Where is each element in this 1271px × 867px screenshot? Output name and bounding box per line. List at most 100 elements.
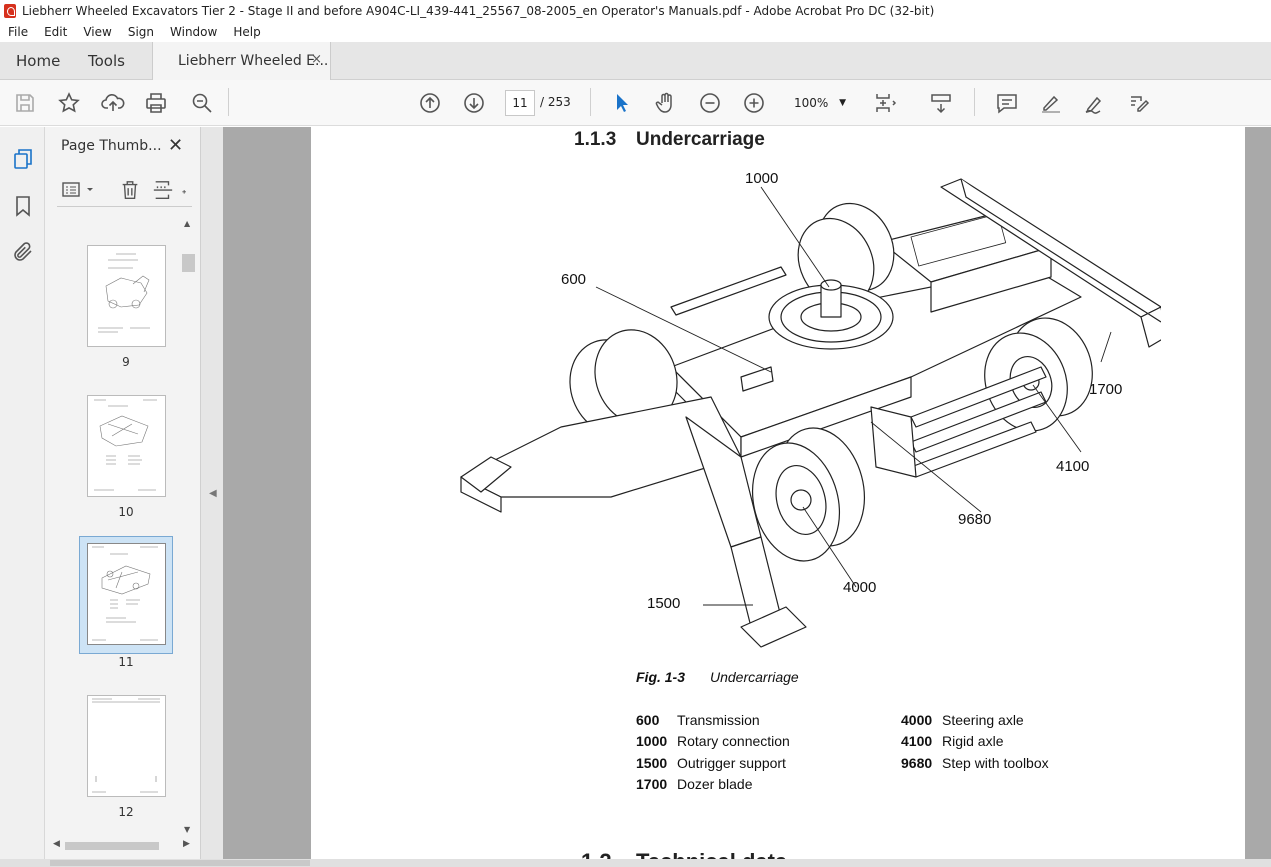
menu-window[interactable]: Window — [170, 25, 218, 39]
title-bar: Liebherr Wheeled Excavators Tier 2 - Sta… — [0, 0, 1271, 22]
sign-icon[interactable] — [1083, 91, 1107, 115]
callout-label: 4100 — [1056, 458, 1090, 475]
callout-label: 1700 — [1089, 381, 1123, 398]
page-up-icon[interactable] — [418, 91, 442, 115]
legend-text: Step with toolbox — [942, 755, 1049, 771]
legend-number: 9680 — [901, 755, 933, 771]
tab-home[interactable]: Home — [16, 52, 61, 70]
pane-collapse-strip[interactable]: ◀ — [201, 127, 223, 867]
thumbnail-label: 12 — [118, 805, 134, 819]
legend-number: 4000 — [901, 712, 933, 728]
callout-label: 4000 — [843, 579, 877, 596]
page-thumbnails-icon[interactable] — [11, 147, 35, 171]
thumbnail-scrollbar[interactable]: ▲ ▼ — [182, 219, 195, 839]
page-total: / 253 — [540, 95, 571, 109]
menu-file[interactable]: File — [8, 25, 29, 39]
close-icon[interactable]: ✕ — [168, 135, 184, 156]
menu-edit[interactable]: Edit — [44, 25, 68, 39]
pane-title: Page Thumb... — [61, 138, 162, 154]
rotate-pages-icon[interactable] — [152, 179, 174, 201]
page-number-input[interactable]: 11 — [505, 90, 535, 116]
print-icon[interactable] — [144, 91, 168, 115]
trash-icon[interactable] — [119, 179, 141, 201]
scrollbar-thumb[interactable] — [182, 254, 195, 272]
highlight-icon[interactable] — [1039, 91, 1063, 115]
menu-help[interactable]: Help — [233, 25, 261, 39]
tab-tools[interactable]: Tools — [88, 52, 125, 70]
acrobat-app-icon — [4, 4, 16, 18]
tab-document[interactable]: Liebherr Wheeled E... × — [152, 42, 331, 80]
page-layout-icon[interactable] — [874, 91, 898, 115]
legend-text: Dozer blade — [677, 776, 753, 792]
document-scrollbar-thumb[interactable] — [50, 860, 310, 866]
bookmark-icon[interactable] — [11, 194, 35, 218]
zoom-select[interactable]: 100% ▼ — [782, 90, 854, 116]
legend-item: 1700 Dozer blade — [636, 776, 753, 792]
toolbar: 11 / 253 100% ▼ — [0, 80, 1271, 126]
zoom-value: 100% — [794, 96, 829, 110]
thumbnail-label: 11 — [118, 655, 134, 669]
save-icon[interactable] — [13, 91, 37, 115]
scroll-left-arrow-icon[interactable]: ◀ — [53, 839, 60, 849]
legend-text: Steering axle — [942, 712, 1024, 728]
legend-text: Transmission — [677, 712, 760, 728]
fill-sign-icon[interactable] — [1127, 91, 1151, 115]
legend-number: 600 — [636, 712, 660, 728]
thumbnail-options-icon[interactable] — [61, 180, 97, 200]
legend-item: 1500 Outrigger support — [636, 755, 786, 771]
section-number: 1.1.3 — [574, 129, 617, 150]
thumbnail-page-10-preview — [94, 399, 157, 491]
zoom-in-icon[interactable] — [742, 91, 766, 115]
scroll-up-arrow-icon[interactable]: ▲ — [184, 219, 191, 228]
horizontal-scrollbar-thumb[interactable] — [65, 842, 159, 850]
attachment-icon[interactable] — [11, 240, 35, 264]
thumbnail-page-12[interactable] — [87, 695, 166, 797]
callout-label: 600 — [561, 271, 587, 288]
legend-number: 4100 — [901, 733, 933, 749]
comment-icon[interactable] — [995, 91, 1019, 115]
pane-toolbar — [57, 177, 192, 207]
scroll-down-arrow-icon[interactable]: ▼ — [184, 825, 191, 834]
legend-number: 1700 — [636, 776, 668, 792]
tab-document-label: Liebherr Wheeled E... — [178, 53, 329, 69]
thumbnail-page-11[interactable] — [87, 543, 166, 645]
select-arrow-icon[interactable] — [610, 91, 634, 115]
window-title: Liebherr Wheeled Excavators Tier 2 - Sta… — [22, 4, 935, 18]
collapse-left-icon[interactable]: ◀ — [209, 488, 217, 499]
hand-icon[interactable] — [654, 91, 678, 115]
find-zoom-icon[interactable] — [190, 91, 214, 115]
upload-icon[interactable] — [101, 91, 125, 115]
thumbnail-page-9[interactable] — [87, 245, 166, 347]
figure-label: Fig. 1-3 — [636, 669, 686, 685]
legend-item: 600 Transmission — [636, 712, 760, 728]
chevron-down-icon: ▼ — [839, 98, 846, 108]
page-thumbnails-pane: Page Thumb... ✕ 9 10 11 12 ▲ ▼ ◀ ▶ — [45, 127, 201, 867]
menu-view[interactable]: View — [83, 25, 112, 39]
star-icon[interactable] — [57, 91, 81, 115]
legend-item: 4100 Rigid axle — [901, 733, 1003, 749]
zoom-out-icon[interactable] — [698, 91, 722, 115]
thumbnail-label: 10 — [118, 505, 134, 519]
close-icon[interactable]: × — [311, 52, 322, 67]
tab-bar: Home Tools Liebherr Wheeled E... × — [0, 42, 1271, 80]
callout-label: 1500 — [647, 595, 681, 612]
legend-text: Rotary connection — [677, 733, 790, 749]
page-down-icon[interactable] — [462, 91, 486, 115]
callout-label: 9680 — [958, 511, 992, 528]
menu-bar: File Edit View Sign Window Help — [0, 22, 1271, 42]
scroll-right-arrow-icon[interactable]: ▶ — [183, 839, 190, 849]
legend-text: Outrigger support — [677, 755, 786, 771]
thumbnail-page-10[interactable] — [87, 395, 166, 497]
pdf-page: 1.1.3 Undercarriage — [311, 127, 1245, 867]
more-tools-icon[interactable] — [181, 179, 191, 201]
menu-sign[interactable]: Sign — [127, 25, 155, 39]
legend-text: Rigid axle — [942, 733, 1004, 749]
legend-item: 4000 Steering axle — [901, 712, 1024, 728]
legend-number: 1500 — [636, 755, 668, 771]
document-horizontal-scrollbar[interactable] — [0, 859, 1271, 867]
document-viewport[interactable]: 1.1.3 Undercarriage — [223, 127, 1271, 867]
thumbnail-horizontal-scrollbar[interactable]: ◀ ▶ — [53, 839, 195, 853]
scroll-mode-icon[interactable] — [929, 91, 953, 115]
thumbnail-page-12-preview — [92, 698, 160, 793]
